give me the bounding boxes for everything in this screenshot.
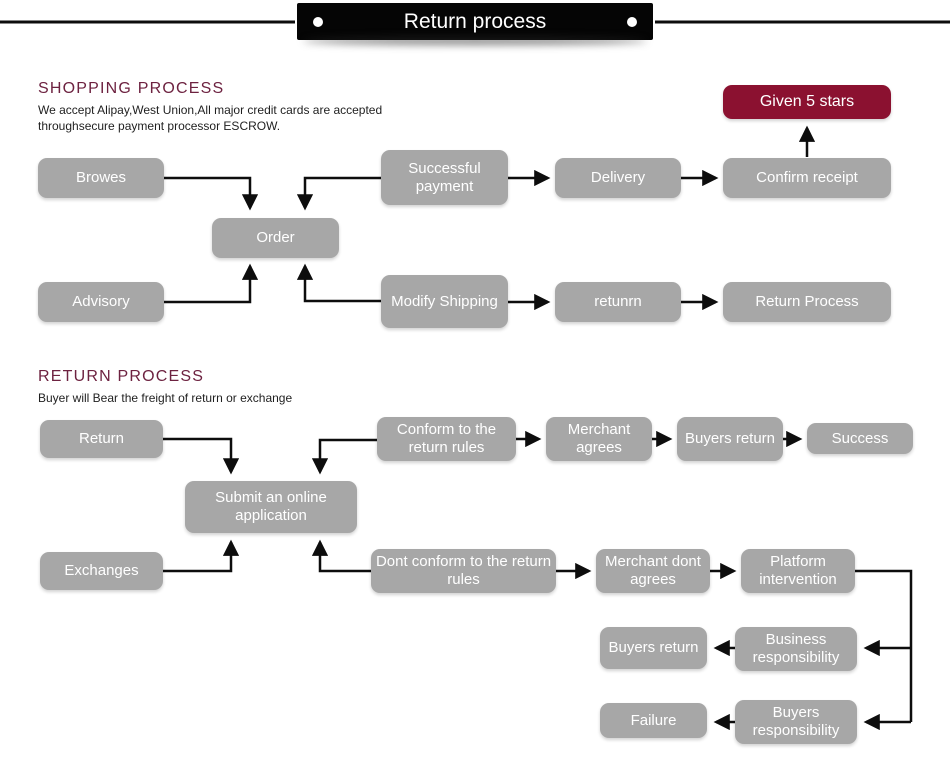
node-submit-application: Submit an online application [185,481,357,533]
node-advisory: Advisory [38,282,164,322]
connector-platform-drop-line [855,569,913,722]
node-failure: Failure [600,703,707,738]
connector-conform-rules-to-submit [311,438,377,475]
node-merchant-dont-agrees: Merchant dont agrees [596,549,710,593]
connector-return-to-submit [163,437,240,475]
node-exchanges: Exchanges [40,552,163,590]
node-dont-conform-rules: Dont conform to the return rules [371,549,556,593]
shopping-description-line1: We accept Alipay,West Union,All major cr… [38,103,383,117]
title-banner: Return process [297,3,653,40]
node-delivery: Delivery [555,158,681,198]
return-process-heading: RETURN PROCESS [38,368,205,385]
node-conform-rules: Conform to the return rules [377,417,516,461]
connector-modify-shipping-to-order [296,263,381,303]
shopping-process-heading: SHOPPING PROCESS [38,80,225,97]
node-modify-shipping: Modify Shipping [381,275,508,328]
connector-dont-conform-to-submit [311,539,371,573]
connector-advisory-to-order [164,263,259,304]
return-process-description: Buyer will Bear the freight of return or… [38,390,292,406]
node-return-process: Return Process [723,282,891,322]
node-successful-payment: Successful payment [381,150,508,205]
connector-exchanges-to-submit [163,539,240,573]
banner-dot-left-icon [313,16,323,27]
connector-browes-to-order [164,176,259,211]
node-business-responsibility: Business responsibility [735,627,857,671]
node-browes: Browes [38,158,164,198]
node-order: Order [212,218,339,258]
node-platform-intervention: Platform intervention [741,549,855,593]
node-given-5-stars: Given 5 stars [723,85,891,119]
node-merchant-agrees: Merchant agrees [546,417,652,461]
node-retunrn: retunrn [555,282,681,322]
node-success: Success [807,423,913,454]
node-return: Return [40,420,163,458]
return-description-line1: Buyer will Bear the freight of return or… [38,391,293,405]
node-buyers-return-top: Buyers return [677,417,783,461]
banner-title: Return process [403,9,547,33]
node-buyers-return-bottom: Buyers return [600,627,707,669]
banner-dot-right-icon [627,16,637,27]
connector-successful-payment-to-order [296,176,381,211]
node-confirm-receipt: Confirm receipt [723,158,891,198]
shopping-description-line2: throughsecure payment processor ESCROW. [38,119,281,133]
shopping-process-description: We accept Alipay,West Union,All major cr… [38,102,382,134]
node-buyers-responsibility: Buyers responsibility [735,700,857,744]
